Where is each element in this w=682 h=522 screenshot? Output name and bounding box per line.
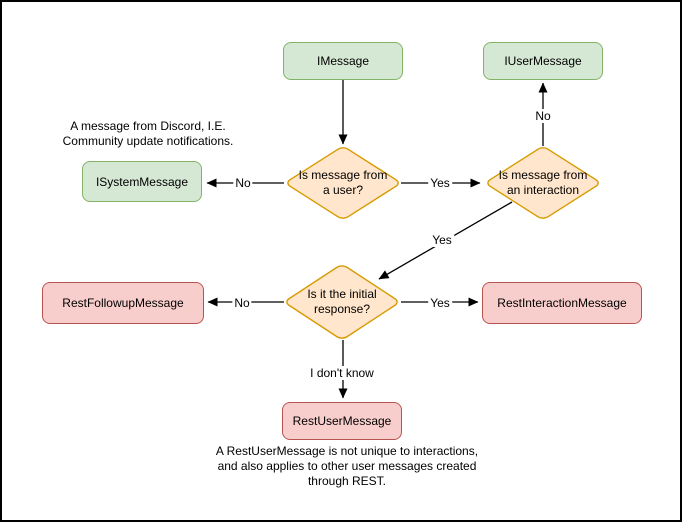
node-restfollowupmessage-label: RestFollowupMessage [62, 296, 184, 310]
edge-label-i-dont-know-to-restusermessage: I don't know [308, 366, 376, 380]
edge-label-no-to-isystemmessage: No [233, 176, 253, 190]
node-restinteractionmessage: RestInteractionMessage [482, 282, 642, 324]
node-imessage: IMessage [283, 42, 403, 80]
edge-label-yes-to-restinteractionmessage: Yes [428, 296, 452, 310]
edge-label-no-to-restfollowupmessage: No [232, 296, 252, 310]
node-restusermessage: RestUserMessage [282, 402, 402, 440]
note-system-message: A message from Discord, I.E. Community u… [62, 119, 234, 148]
edge-label-yes-to-initial-question: Yes [430, 233, 454, 247]
note-rest-user-message: A RestUserMessage is not unique to inter… [215, 444, 479, 488]
node-restfollowupmessage: RestFollowupMessage [42, 282, 204, 324]
node-iusermessage-label: IUserMessage [504, 54, 582, 68]
node-restusermessage-label: RestUserMessage [292, 414, 392, 428]
decision-diamond-is-initial-response [284, 264, 400, 340]
edge-label-no-to-iusermessage: No [533, 109, 553, 123]
node-iusermessage: IUserMessage [483, 42, 603, 80]
decision-diamond-is-from-interaction [485, 146, 601, 220]
node-isystemmessage: ISystemMessage [82, 161, 202, 202]
node-restinteractionmessage-label: RestInteractionMessage [497, 296, 627, 310]
edge-label-yes-to-interaction-question: Yes [428, 176, 452, 190]
node-isystemmessage-label: ISystemMessage [95, 174, 189, 189]
decision-diamond-is-from-user [285, 146, 401, 220]
node-imessage-label: IMessage [316, 54, 370, 68]
